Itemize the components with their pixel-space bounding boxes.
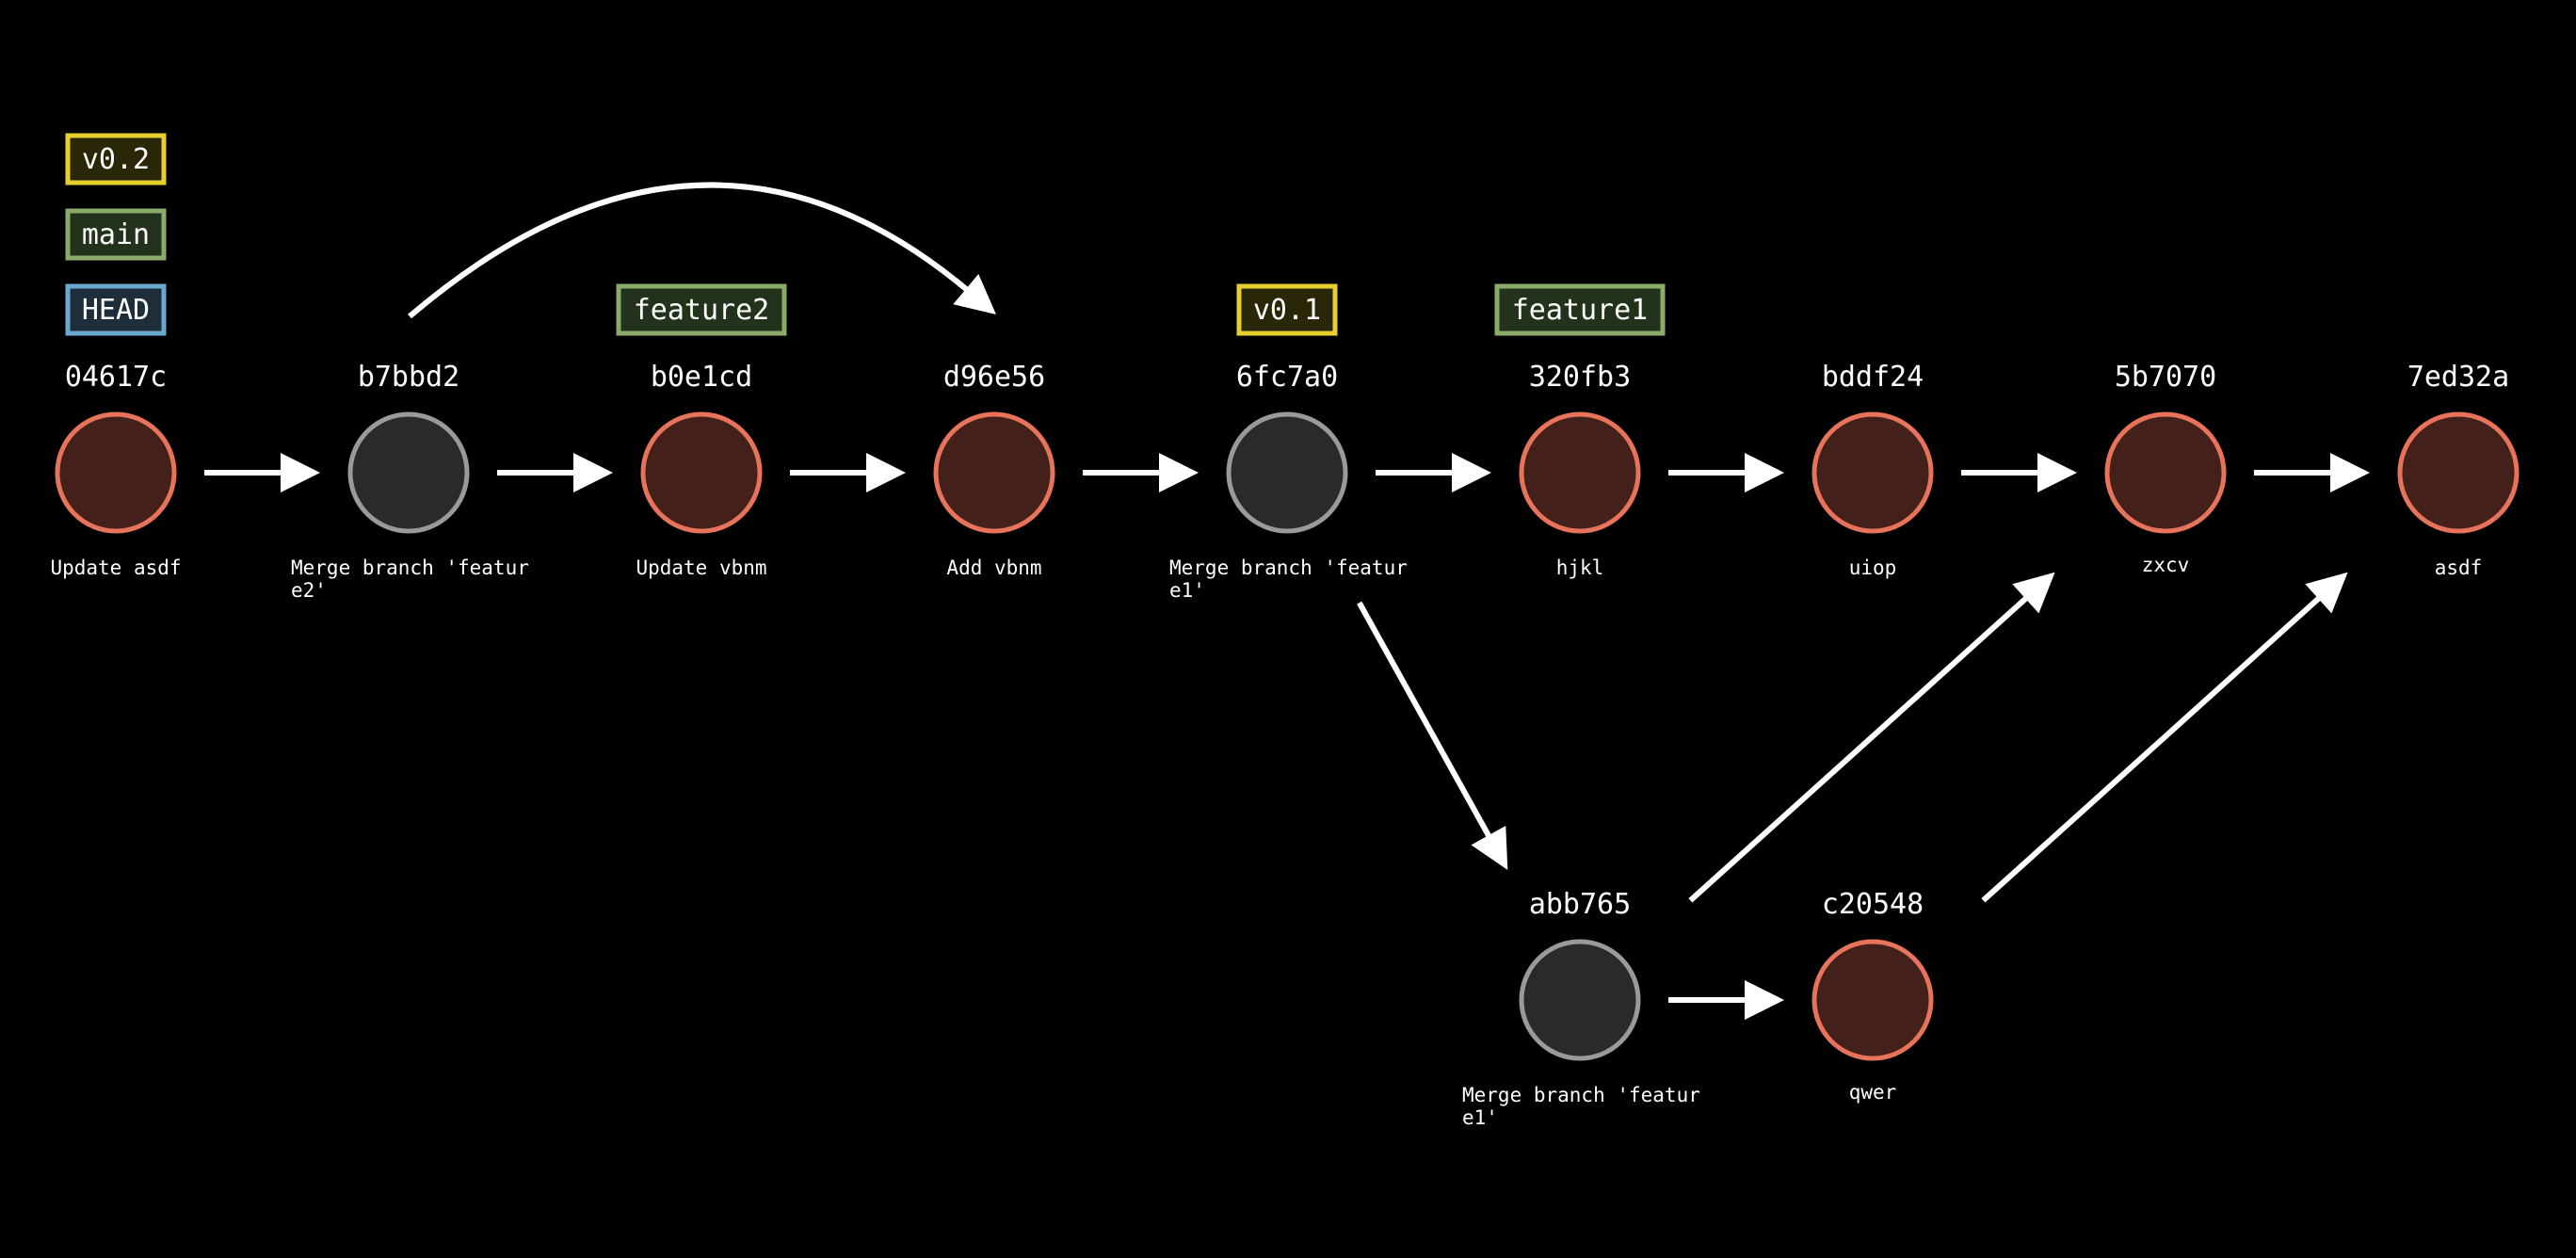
arrowhead [2305,572,2348,614]
commit-message: e1' [1462,1106,1498,1129]
arrowhead [2037,453,2077,492]
arrowhead [1452,453,1491,492]
commit-message: Update vbnm [636,556,766,579]
arrowhead [281,453,320,492]
commit-message: Update asdf [50,556,181,579]
edge-c6-c7 [1961,453,2077,492]
edge-line [1357,601,1494,842]
ref-box [1494,283,1666,336]
ref-text: main [82,218,150,251]
ref-text: feature1 [1512,294,1649,327]
merge-commit-circle[interactable] [1519,939,1641,1061]
edge-line [1688,592,2032,903]
commit-message: Merge branch 'featur [1169,556,1408,579]
commit-message: Merge branch 'featur [291,556,529,579]
ref-text: HEAD [82,294,150,327]
ref-label-main: main [65,208,167,261]
commit-message: e2' [291,579,327,602]
edge-c2-c3 [790,453,906,492]
arrowhead [1745,980,1784,1020]
edge-c9-c10 [1668,980,1784,1020]
ref-box [65,208,167,261]
arrowhead [1159,453,1199,492]
commit-message: zxcv [2142,554,2190,576]
ref-label-head: HEAD [65,283,167,336]
edge-c0-c1 [204,453,320,492]
edge-c4-c5 [1376,453,1491,492]
arrowhead [866,453,906,492]
commit-hash: d96e56 [943,361,1045,394]
commit-message: Merge branch 'featur [1462,1084,1700,1106]
edge-c1-c3 [408,182,996,319]
commit-hash: bddf24 [1822,361,1924,394]
ref-box [1236,283,1338,336]
commit-circle[interactable] [2104,411,2227,534]
arrowhead [573,453,613,492]
commit-message: Add vbnm [946,556,1041,579]
merge-commit-circle[interactable] [1226,411,1348,534]
commit-hash: 04617c [65,361,167,394]
ref-text: v0.1 [1253,294,1321,327]
commit-node-5b7070[interactable]: 5b7070 zxcv [2104,361,2227,576]
arrowhead [2012,572,2055,614]
commit-message: hjkl [1556,556,1604,579]
ref-label-feature2: feature2 [616,283,787,336]
ref-box [65,283,167,336]
commit-hash: 320fb3 [1529,361,1631,394]
ref-text: v0.2 [82,143,150,176]
ref-box [65,133,167,185]
edge-c1-c2 [497,453,613,492]
merge-commit-circle[interactable] [347,411,470,534]
commit-message: asdf [2435,556,2483,579]
edge-c4-c9 [1357,601,1508,870]
commit-message: uiop [1849,556,1897,579]
commit-hash: c20548 [1822,888,1924,921]
commit-hash: 6fc7a0 [1236,361,1338,394]
commit-message: qwer [1849,1081,1897,1104]
ref-text: feature2 [634,294,770,327]
edge-c7-c8 [2254,453,2370,492]
arrowhead [1471,825,1508,870]
commit-hash: b7bbd2 [358,361,459,394]
commit-node-320fb3[interactable]: 320fb3 hjkl [1519,361,1641,579]
commit-circle[interactable] [55,411,177,534]
arrowhead [2330,453,2370,492]
ref-label-v0.1: v0.1 [1236,283,1338,336]
arrowhead [1745,453,1784,492]
edge-c9-c7 [1688,572,2055,903]
edge-c10-c8 [1981,572,2348,903]
commit-circle[interactable] [640,411,763,534]
commit-circle[interactable] [1811,411,1934,534]
commit-hash: abb765 [1529,888,1631,921]
commit-circle[interactable] [933,411,1055,534]
edge-c5-c6 [1668,453,1784,492]
merge-curve [408,182,969,319]
commit-hash: 7ed32a [2407,361,2509,394]
commit-node-7ed32a[interactable]: 7ed32a asdf [2397,361,2520,579]
commit-node-bddf24[interactable]: bddf24 uiop [1811,361,1934,579]
arrowhead [953,273,996,314]
commit-circle[interactable] [2397,411,2520,534]
ref-label-v0.2: v0.2 [65,133,167,185]
commit-hash: 5b7070 [2115,361,2216,394]
commit-node-c20548[interactable]: c20548 qwer [1811,888,1934,1104]
commit-circle[interactable] [1811,939,1934,1061]
edge-c3-c4 [1083,453,1199,492]
ref-label-feature1: feature1 [1494,283,1666,336]
ref-box [616,283,787,336]
commit-message: e1' [1169,579,1205,602]
edges-layer [204,182,2370,1020]
commit-circle[interactable] [1519,411,1641,534]
edge-line [1981,592,2325,903]
commit-hash: b0e1cd [651,361,752,394]
